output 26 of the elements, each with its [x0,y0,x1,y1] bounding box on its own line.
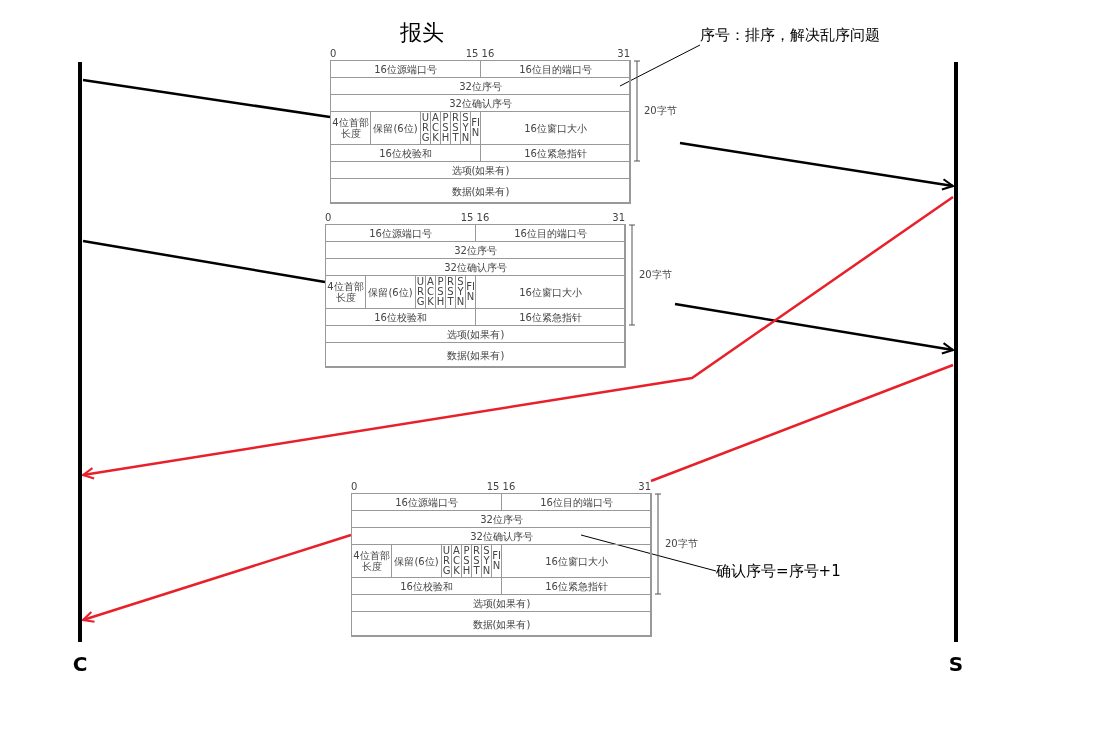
bit-number: 0 [351,481,358,492]
field-cell: 数据(如果有) [325,342,626,368]
arrow [679,141,955,191]
arrow [674,302,955,355]
arrow [81,195,954,480]
bit-number: 15 16 [460,212,490,223]
leader-line [619,44,701,87]
bit-number: 31 [617,48,630,59]
bit-number: 31 [612,212,625,223]
field-cell: 数据(如果有) [330,178,631,204]
dimension-label: 20字节 [644,104,677,118]
annotation-text: 序号：排序，解决乱序问题 [700,26,880,45]
header-title: 报头 [400,19,444,47]
bit-number: 0 [330,48,337,59]
bit-number: 15 16 [465,48,495,59]
lifeline-label: S [948,652,964,676]
dimension-label: 20字节 [665,537,698,551]
field-cell: 数据(如果有) [351,611,652,637]
annotation-text: 确认序号=序号+1 [716,562,841,581]
dimension-label: 20字节 [639,268,672,282]
arrow [81,533,352,623]
leader-line [580,534,717,572]
lifeline-label: C [72,652,88,676]
bit-number: 15 16 [486,481,516,492]
bit-number: 31 [638,481,651,492]
bit-number: 0 [325,212,332,223]
